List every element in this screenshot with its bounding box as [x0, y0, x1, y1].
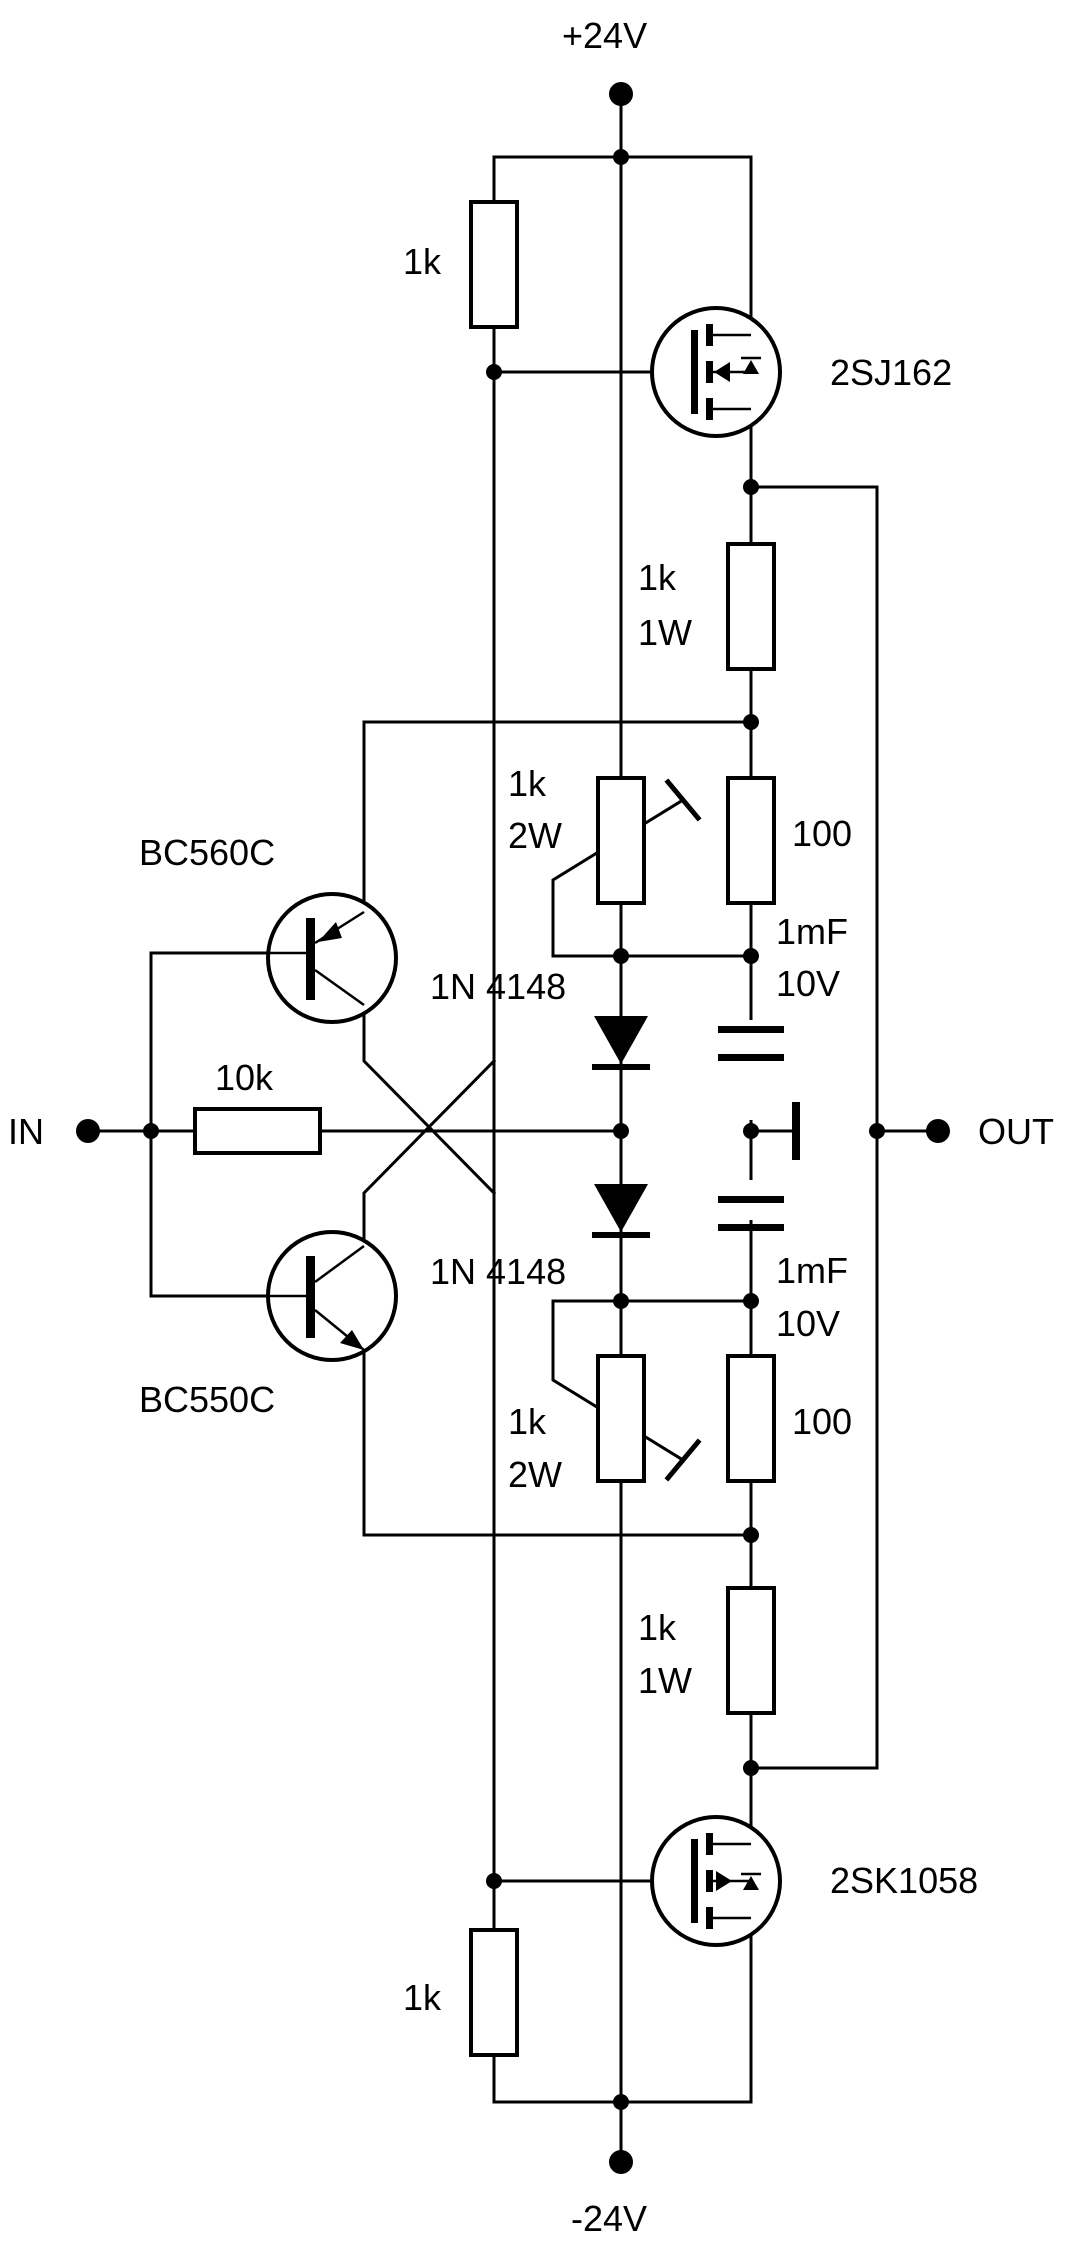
resistor-top-100	[726, 776, 776, 905]
label-diode-bottom: 1N 4148	[430, 1251, 566, 1292]
label-output: OUT	[978, 1111, 1054, 1152]
diode-top	[592, 1016, 650, 1070]
pot-bottom-wiper-mark	[664, 1438, 702, 1482]
label-c-bottom-voltage: 10V	[776, 1303, 840, 1344]
transistor-npn	[266, 1230, 398, 1362]
resistor-bottom-bias	[469, 1928, 519, 2057]
label-r-bottom-100: 100	[792, 1401, 852, 1442]
label-c-bottom-value: 1mF	[776, 1250, 848, 1291]
label-pot-top-power: 2W	[508, 815, 562, 856]
label-r-top-1w-power: 1W	[638, 612, 692, 653]
label-mosfet-p: 2SJ162	[830, 352, 952, 393]
label-r-top-bias: 1k	[403, 241, 442, 282]
label-positive-rail: +24V	[562, 15, 647, 56]
terminal-output[interactable]	[926, 1119, 950, 1143]
resistor-input	[193, 1107, 322, 1155]
resistors	[193, 200, 776, 2057]
label-pot-bottom-value: 1k	[508, 1401, 547, 1442]
label-r-input: 10k	[215, 1057, 274, 1098]
capacitor-top	[712, 1020, 790, 1120]
label-r-top-100: 100	[792, 813, 852, 854]
label-negative-rail: -24V	[571, 2198, 647, 2239]
label-r-bottom-bias: 1k	[403, 1977, 442, 2018]
resistor-top-bias	[469, 200, 519, 329]
label-pot-top-value: 1k	[508, 763, 547, 804]
diode-bottom	[592, 1184, 650, 1238]
terminal-negative-rail[interactable]	[609, 2150, 633, 2174]
label-input: IN	[8, 1111, 44, 1152]
label-r-top-1w-value: 1k	[638, 557, 677, 598]
label-diode-top: 1N 4148	[430, 966, 566, 1007]
mosfet-n	[650, 1815, 782, 1947]
ground-bar	[792, 1102, 800, 1160]
label-pot-bottom-power: 2W	[508, 1454, 562, 1495]
terminal-positive-rail[interactable]	[609, 82, 633, 106]
label-r-bottom-1w-power: 1W	[638, 1660, 692, 1701]
capacitor-bottom	[712, 1180, 790, 1231]
label-q-pnp: BC560C	[139, 832, 275, 873]
label-mosfet-n: 2SK1058	[830, 1860, 978, 1901]
resistor-top-1w	[726, 542, 776, 671]
resistor-bottom-100	[726, 1354, 776, 1483]
label-c-top-voltage: 10V	[776, 963, 840, 1004]
mosfet-p	[650, 306, 782, 438]
label-c-top-value: 1mF	[776, 911, 848, 952]
resistor-bottom-1w	[726, 1586, 776, 1715]
terminal-input[interactable]	[76, 1119, 100, 1143]
transistor-pnp	[266, 892, 398, 1024]
potentiometer-top	[596, 776, 646, 905]
label-q-npn: BC550C	[139, 1379, 275, 1420]
potentiometer-bottom	[596, 1354, 646, 1483]
junctions	[143, 149, 885, 2110]
label-r-bottom-1w-value: 1k	[638, 1607, 677, 1648]
pot-top-wiper-mark	[664, 778, 702, 822]
labels: +24V -24V IN OUT BC560C BC550C 2SJ162 2S…	[8, 15, 1054, 2239]
